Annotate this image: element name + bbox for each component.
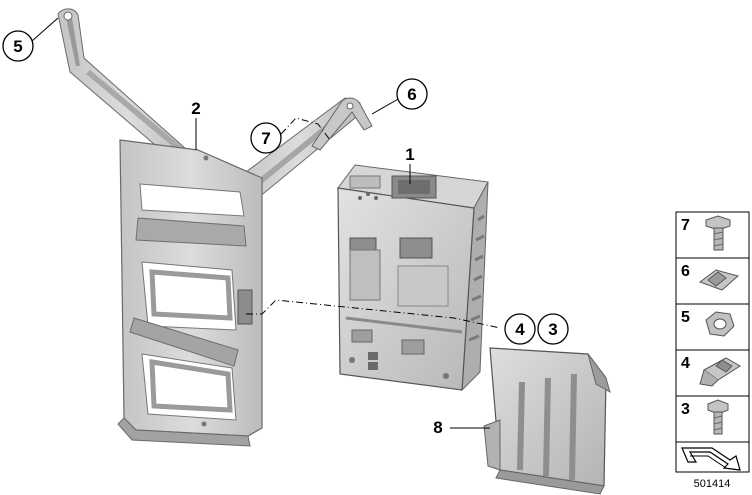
fastener-legend: 7 6 5 4 (675, 211, 750, 473)
diagram-id: 501414 (694, 478, 731, 490)
legend-row-clip-nut: 4 (675, 349, 750, 397)
callout-label: 5 (13, 37, 22, 56)
callout-3: 3 (537, 313, 569, 345)
clip-nut-icon (699, 357, 741, 387)
support-strap (311, 97, 373, 151)
spring-nut-icon (698, 269, 740, 291)
mounting-bracket (57, 8, 361, 447)
callout-4: 4 (504, 313, 536, 345)
callout-label: 8 (433, 418, 442, 437)
legend-label: 7 (681, 217, 690, 234)
callout-label: 1 (405, 145, 414, 164)
legend-row-screw: 3 (675, 395, 750, 443)
callout-2: 2 (191, 99, 200, 118)
callout-6: 6 (396, 78, 428, 110)
callout-7: 7 (250, 122, 282, 154)
legend-label: 5 (681, 309, 690, 326)
legend-row-hex-nut: 5 (675, 303, 750, 351)
legend-row-bolt: 7 (675, 211, 750, 259)
callout-label: 3 (548, 320, 557, 339)
callout-label: 4 (515, 320, 525, 339)
legend-row-spring-nut: 6 (675, 257, 750, 305)
callout-1: 1 (405, 145, 414, 164)
callout-label: 7 (261, 129, 270, 148)
leader-lines (31, 17, 501, 429)
callout-label: 6 (407, 85, 416, 104)
hex-nut-icon (705, 311, 735, 337)
callout-5: 5 (2, 30, 34, 62)
bolt-icon (705, 215, 731, 251)
legend-label: 6 (681, 263, 690, 280)
legend-row-arrow (675, 441, 750, 473)
control-unit (337, 164, 489, 392)
cover (483, 347, 611, 495)
callout-8: 8 (433, 418, 442, 437)
screw-icon (707, 399, 729, 435)
legend-label: 4 (681, 355, 690, 372)
arrow-icon (681, 447, 741, 471)
legend-label: 3 (681, 401, 690, 418)
callout-label: 2 (191, 99, 200, 118)
